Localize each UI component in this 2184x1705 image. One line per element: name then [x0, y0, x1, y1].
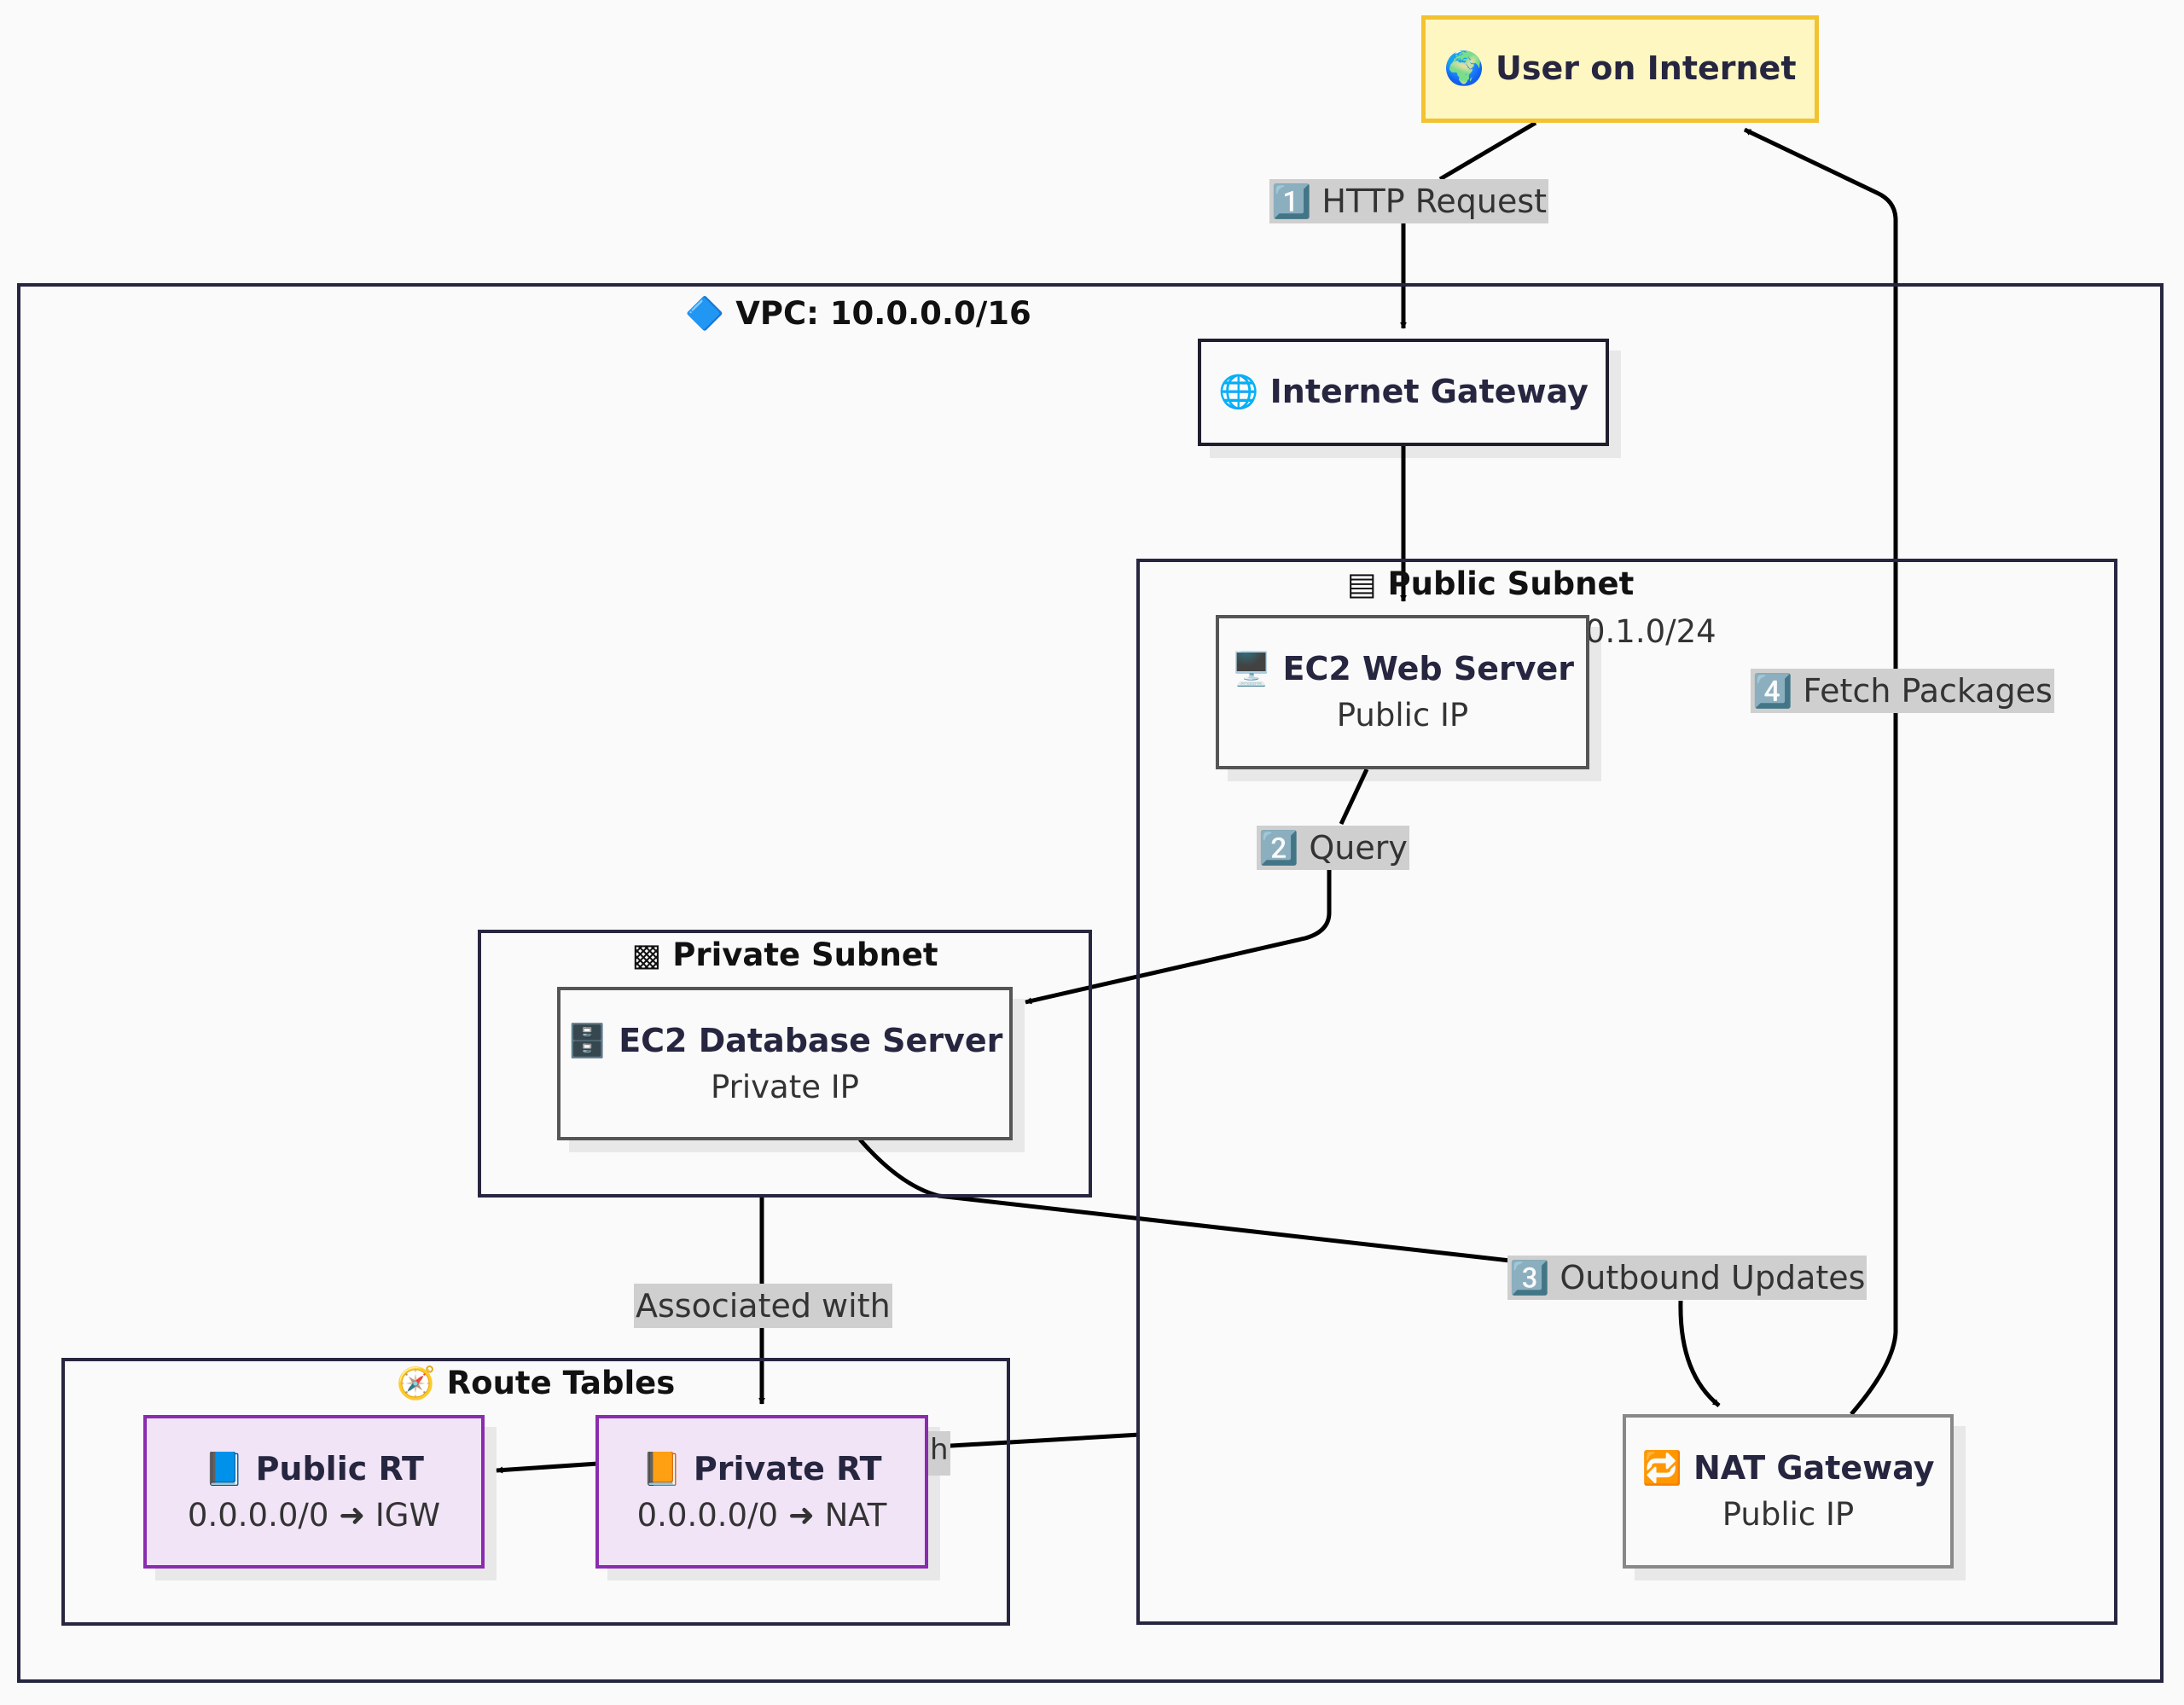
- ec2-database-server-node[interactable]: 🗄️ EC2 Database Server Private IP: [557, 987, 1013, 1140]
- edge-label-partial-hidden: h: [928, 1431, 950, 1476]
- edge-web-to-db: [1025, 768, 1369, 1002]
- public-rt-title: 📘 Public RT: [204, 1449, 424, 1488]
- internet-gateway-node[interactable]: 🌐 Internet Gateway: [1198, 339, 1609, 446]
- edge-private-rt-to-public-rt: [496, 1461, 599, 1474]
- route-tables-title: 🧭 Route Tables: [396, 1365, 676, 1401]
- edge-user-to-igw: [1403, 120, 1537, 328]
- edge-label-associated-with: Associated with: [634, 1284, 892, 1328]
- user-on-internet-label: 🌍 User on Internet: [1443, 49, 1797, 88]
- nat-gateway-title: 🔁 NAT Gateway: [1641, 1449, 1935, 1488]
- public-rt-node[interactable]: 📘 Public RT 0.0.0.0/0 ➜ IGW: [143, 1415, 485, 1569]
- db-server-title: 🗄️ EC2 Database Server: [566, 1021, 1003, 1059]
- edge-nat-to-user: [1743, 127, 1898, 1416]
- vpc-cluster: 🔷 VPC: 10.0.0.0/16: [17, 283, 2164, 1683]
- private-rt-route: 0.0.0.0/0 ➜ NAT: [636, 1496, 887, 1534]
- nat-gateway-node[interactable]: 🔁 NAT Gateway Public IP: [1623, 1414, 1954, 1569]
- nat-gateway-ip: Public IP: [1722, 1496, 1855, 1534]
- edge-label-http-request: 1️⃣ HTTP Request: [1269, 179, 1549, 223]
- route-tables-cluster: 🧭 Route Tables: [61, 1358, 1010, 1626]
- vpc-title: 🔷 VPC: 10.0.0.0/16: [685, 295, 1031, 332]
- private-rt-node[interactable]: 📙 Private RT 0.0.0.0/0 ➜ NAT: [595, 1415, 928, 1569]
- edge-label-outbound-updates: 3️⃣ Outbound Updates: [1507, 1256, 1867, 1300]
- public-subnet-cidr: 0.1.0/24: [1585, 613, 1716, 650]
- private-rt-title: 📙 Private RT: [642, 1449, 882, 1488]
- edge-label-fetch-packages: 4️⃣ Fetch Packages: [1751, 669, 2054, 713]
- public-subnet-title: ▤ Public Subnet: [1346, 565, 1635, 602]
- public-rt-route: 0.0.0.0/0 ➜ IGW: [187, 1496, 441, 1534]
- ec2-web-server-node[interactable]: 🖥️ EC2 Web Server Public IP: [1216, 615, 1589, 769]
- user-on-internet-node[interactable]: 🌍 User on Internet: [1421, 15, 1819, 123]
- internet-gateway-label: 🌐 Internet Gateway: [1218, 373, 1589, 411]
- private-subnet-title: ▩ Private Subnet: [631, 937, 938, 973]
- edge-public-subnet-to-private-rt: [936, 1432, 1141, 1449]
- private-subnet-cluster: ▩ Private Subnet: [478, 930, 1092, 1198]
- db-server-ip: Private IP: [711, 1068, 859, 1105]
- web-server-ip: Public IP: [1336, 697, 1469, 734]
- web-server-title: 🖥️ EC2 Web Server: [1231, 650, 1574, 688]
- public-subnet-cluster: ▤ Public Subnet 0.1.0/24: [1136, 559, 2117, 1625]
- edge-label-query: 2️⃣ Query: [1257, 826, 1409, 870]
